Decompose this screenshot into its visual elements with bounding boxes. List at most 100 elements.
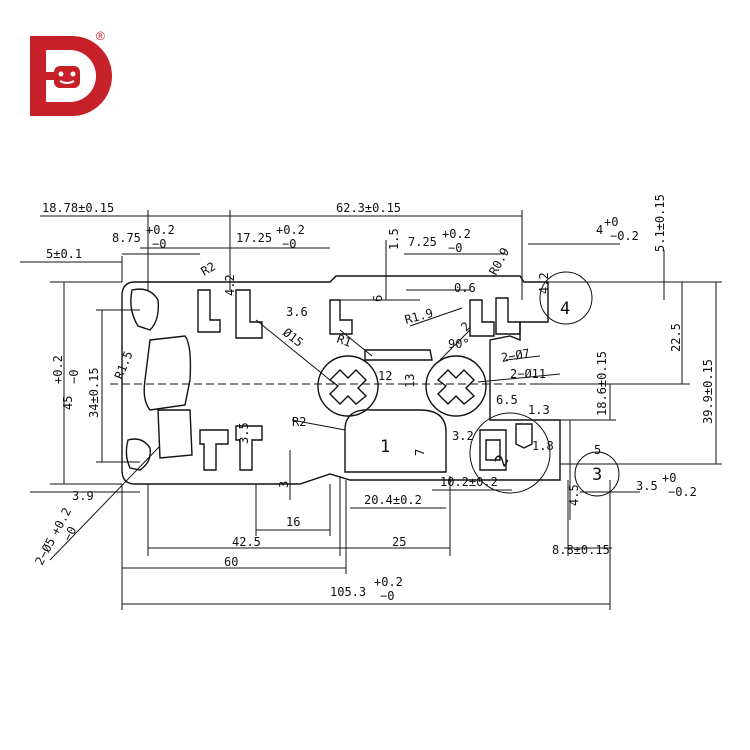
dim-10-2: 10.2±0.2	[440, 475, 498, 489]
dia-7: 2−Ø7	[500, 346, 531, 365]
logo-face	[54, 66, 80, 88]
dim-3-5: 3.5	[636, 479, 658, 493]
dim-6: 6	[371, 295, 385, 302]
detail-label-1: 1	[380, 437, 390, 457]
lower-cavity	[344, 409, 447, 473]
dim-4-sup: +0	[604, 215, 618, 229]
dim-25: 25	[392, 535, 406, 549]
detail-circle-2	[469, 412, 551, 494]
dim-7: 7	[413, 449, 427, 456]
bore-left	[317, 355, 379, 417]
logo-eye-right	[70, 71, 76, 77]
upper-cavity	[364, 349, 433, 361]
dim-4-2-right: 4.2	[537, 272, 551, 294]
detail-numbers: 1 2 3 4	[380, 299, 602, 485]
logo-eye-left	[58, 71, 64, 77]
dim-3-5-sup: +0	[662, 471, 676, 485]
left-upper-channel	[143, 335, 192, 411]
dim-45-sup: +0.2	[51, 355, 65, 384]
dim-62-3: 62.3±0.15	[336, 201, 401, 215]
dim-0-6: 0.6	[454, 281, 476, 295]
dim-3-9: 3.9	[72, 489, 94, 503]
dim-7-25: 7.25	[408, 235, 437, 249]
dim-16: 16	[286, 515, 300, 529]
right-slot-inner	[485, 439, 501, 461]
dim-60: 60	[224, 555, 238, 569]
dim-17-25-sub: −0	[282, 237, 296, 251]
right-edge-slot	[515, 423, 533, 449]
top-slot-2	[235, 289, 263, 339]
dim-7-25-sub: −0	[448, 241, 462, 255]
top-slot-5	[495, 297, 521, 335]
radius-1-9: R1.9	[403, 306, 435, 327]
bottom-slot-2	[235, 425, 263, 471]
dim-5-small: 5	[594, 443, 601, 457]
hole-dia-sub: −0	[60, 524, 79, 543]
dim-18-78: 18.78±0.15	[42, 201, 114, 215]
dim-6-5: 6.5	[496, 393, 518, 407]
dim-5: 5±0.1	[46, 247, 82, 261]
dim-8-75-sup: +0.2	[146, 223, 175, 237]
left-mid-web	[157, 409, 193, 459]
dim-34: 34±0.15	[87, 367, 101, 418]
dim-45-sub: −0	[67, 370, 81, 384]
detail-circle-3	[574, 451, 620, 497]
dim-3-2: 3.2	[452, 429, 474, 443]
bore-right	[425, 355, 487, 417]
dimension-lines	[20, 210, 722, 610]
dim-4-sub: −0.2	[610, 229, 639, 243]
top-slot-3	[329, 299, 353, 335]
radius-1-5: R1.5	[112, 349, 136, 381]
detail-label-4: 4	[560, 299, 570, 319]
dim-12: 12	[378, 369, 392, 383]
logo-h-cross-bar	[33, 72, 57, 80]
dim-22-5: 22.5	[669, 323, 683, 352]
logo-smile	[59, 80, 75, 84]
radius-1: R1	[335, 332, 353, 350]
dia-11: 2−Ø11	[510, 367, 546, 381]
logo-d-shape	[30, 36, 112, 116]
top-slot-4	[469, 299, 495, 337]
detail-circle-4	[539, 271, 593, 325]
dim-3-6: 3.6	[286, 305, 308, 319]
dim-4: 4	[596, 223, 603, 237]
dim-4-5: 4.5	[567, 484, 581, 506]
registered-mark: ®	[96, 29, 105, 43]
dim-20-4: 20.4±0.2	[364, 493, 422, 507]
dim-3-5-mid: 3.5	[237, 422, 251, 444]
bottom-slot-1	[199, 429, 229, 471]
radius-0-9: R0.9	[486, 245, 512, 277]
dim-18-6: 18.6±0.15	[595, 351, 609, 416]
company-logo	[30, 36, 112, 116]
angle-90: 90°	[448, 337, 470, 351]
dim-8-8: 8.8±0.15	[552, 543, 610, 557]
dim-17-25: 17.25	[236, 231, 272, 245]
bore-left-cross	[328, 369, 368, 405]
hole-dia: 2−Ø5	[32, 535, 58, 567]
top-slot-1	[197, 289, 221, 333]
dim-3: 3	[277, 481, 291, 488]
dim-5-1: 5.1±0.15	[653, 194, 667, 252]
dia-15: Ø15	[280, 325, 306, 349]
outer-contour	[121, 275, 561, 485]
detail-label-2: 2	[491, 452, 513, 471]
radius-2-top: R2	[199, 259, 219, 278]
dim-8-75-sub: −0	[152, 237, 166, 251]
dim-1-5: 1.5	[387, 228, 401, 250]
dim-39-9: 39.9±0.15	[701, 359, 715, 424]
dim-105-3-sub: −0	[380, 589, 394, 603]
radius-2-mid: R2	[292, 415, 306, 429]
dim-7-25-sup: +0.2	[442, 227, 471, 241]
detail-label-3: 3	[592, 465, 602, 485]
left-lower-slot	[125, 438, 151, 471]
dim-42-5: 42.5	[232, 535, 261, 549]
dim-1-8: 1.8	[532, 439, 554, 453]
dimension-labels: 18.78±0.15 62.3±0.15 8.75 +0.2 −0 17.25 …	[32, 194, 715, 603]
dim-105-3: 105.3	[330, 585, 366, 599]
profile-outline	[110, 275, 561, 485]
dim-1-3: 1.3	[528, 403, 550, 417]
dim-45: 45	[61, 396, 75, 410]
dim-105-3-sup: +0.2	[374, 575, 403, 589]
right-slot	[479, 429, 507, 471]
